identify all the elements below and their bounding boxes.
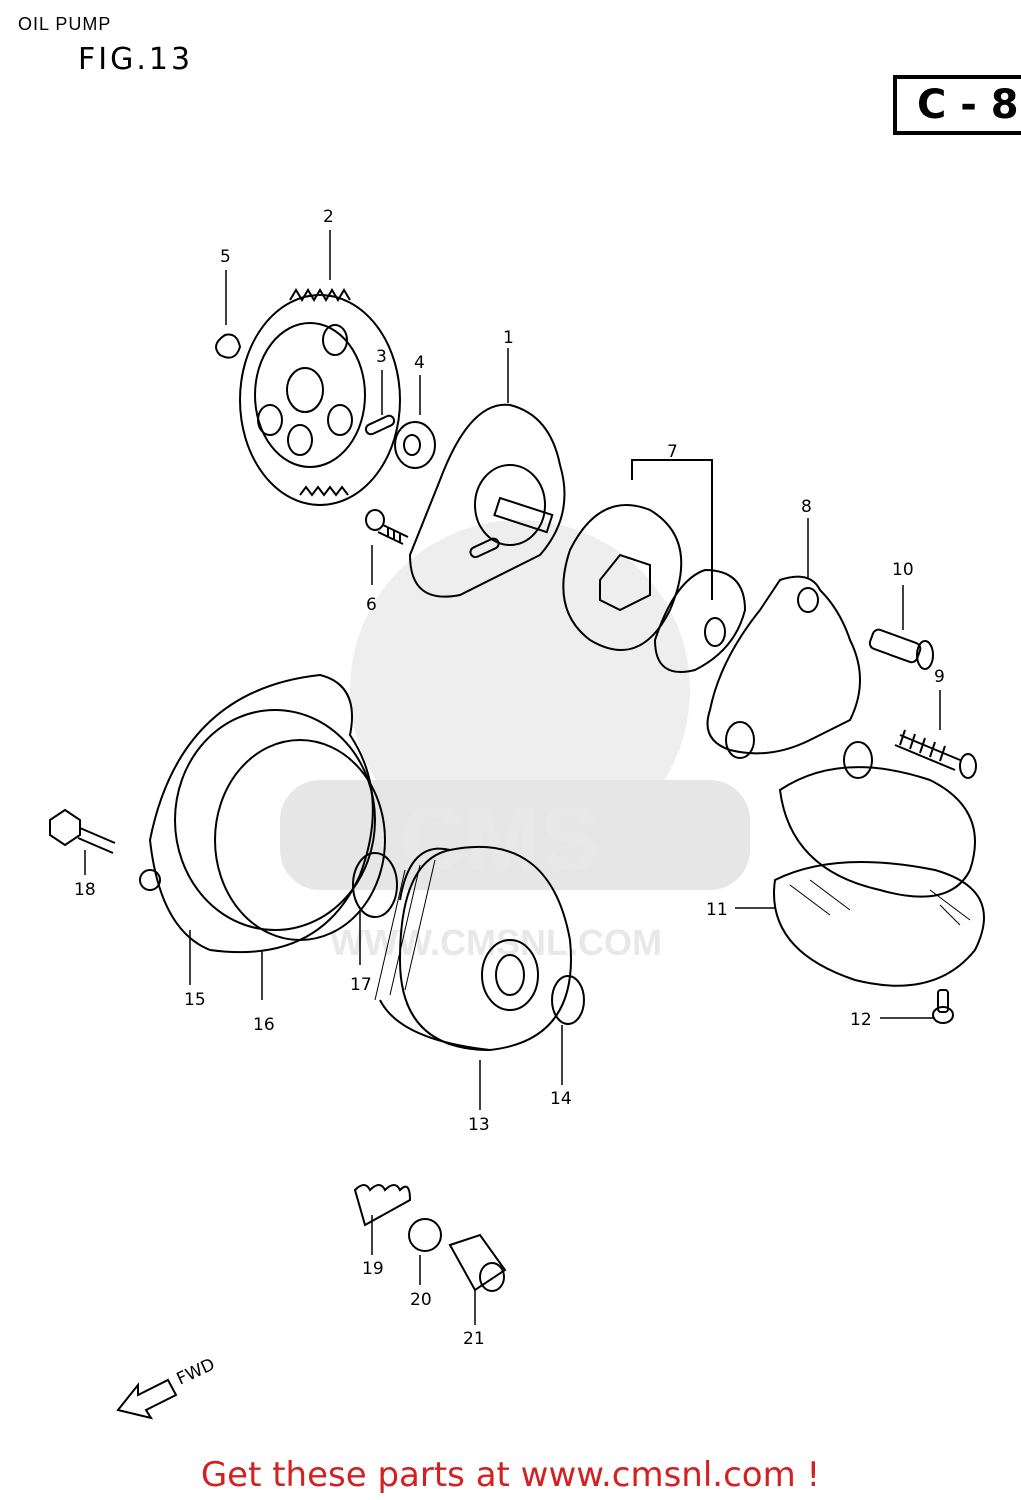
part-number-1: 1 [503,328,514,348]
part-screw [365,509,409,545]
section-title: OIL PUMP [18,14,112,34]
part-spring [353,1184,412,1227]
part-number-4: 4 [414,353,425,373]
part-oil-filter [374,845,572,1052]
watermark-url: WWW.CMSNL.COM [330,922,662,963]
part-number-13: 13 [468,1115,490,1135]
figure-label: FIG.13 [78,42,194,77]
part-plug [448,1233,507,1292]
part-screw-10 [868,628,934,670]
part-screw-12 [932,989,954,1024]
part-number-20: 20 [410,1290,432,1310]
part-number-7: 7 [667,442,678,462]
part-number-12: 12 [850,1010,872,1030]
part-number-6: 6 [366,595,377,615]
part-number-5: 5 [220,247,231,267]
cms-watermark-logo: CMS WWW.CMSNL.COM [280,520,750,963]
part-number-3: 3 [376,347,387,367]
part-number-16: 16 [253,1015,275,1035]
part-number-17: 17 [350,975,372,995]
part-number-11: 11 [706,900,728,920]
part-rotor-set [562,504,747,673]
bracket-line [631,459,713,600]
part-o-ring-14 [551,975,585,1025]
footer-link-text[interactable]: Get these parts at www.cmsnl.com ! [200,1455,821,1495]
part-number-8: 8 [801,497,812,517]
part-number-21: 21 [463,1329,485,1349]
part-pin [364,414,396,436]
part-oil-strainer-screen [773,861,985,987]
part-oil-pump-body [408,403,566,598]
part-washer [394,421,436,469]
part-o-ring-16 [214,739,386,941]
part-bolt-18 [49,808,116,854]
part-driven-gear [239,288,401,506]
part-o-ring-17 [352,852,398,918]
leader-lines [84,230,941,1325]
part-number-2: 2 [323,207,334,227]
fwd-label: FWD [174,1355,218,1390]
watermark-brand: CMS [400,790,600,890]
part-oil-pump-cover [706,575,976,898]
part-number-labels: 1 2 3 4 5 6 7 8 9 10 11 12 13 14 15 16 1… [74,207,945,1349]
fwd-arrow-icon [116,1378,178,1420]
part-number-15: 15 [184,990,206,1010]
part-clip [215,333,242,359]
part-number-14: 14 [550,1089,572,1109]
part-number-9: 9 [934,667,945,687]
part-bolt-9 [894,729,977,779]
part-ball [408,1218,442,1252]
part-number-19: 19 [362,1259,384,1279]
part-number-10: 10 [892,560,914,580]
reference-box: C - 8 [893,75,1021,135]
part-number-18: 18 [74,880,96,900]
part-filter-cover [139,673,376,954]
